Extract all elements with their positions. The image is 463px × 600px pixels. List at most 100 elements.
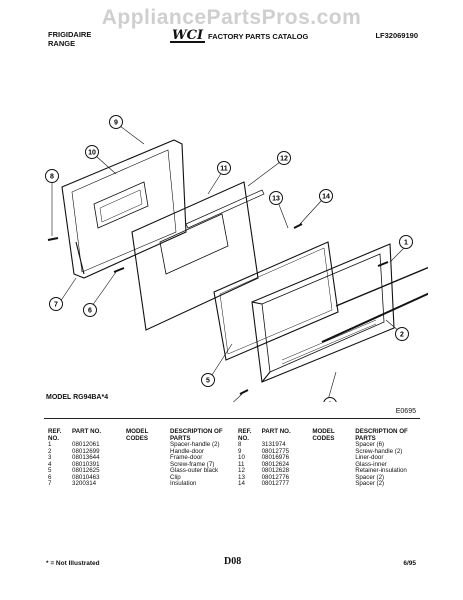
cell-part: 08010463 xyxy=(72,473,100,481)
callout-8: 8 xyxy=(45,169,59,183)
catalog-date: 6/95 xyxy=(403,560,416,567)
table-row: 1 08012061 Spacer-handle (2) xyxy=(46,441,238,449)
liner-door xyxy=(61,139,187,279)
parts-table-right: REF. NO. PART NO. MODEL CODES DESCRIPTIO… xyxy=(236,428,428,488)
cell-part: 08012624 xyxy=(261,460,290,468)
diagram-code: E0695 xyxy=(395,408,416,415)
cell-desc: Insulation xyxy=(170,480,197,487)
table-row: 4 08010391 Screw-frame (7) xyxy=(46,460,238,469)
divider xyxy=(44,418,420,419)
model-line: MODEL RG94BA*4 xyxy=(46,394,109,401)
glass-outer xyxy=(213,241,339,361)
cell-ref: 10 xyxy=(238,454,245,461)
table-row: 12 08012628 Retainer-insulation xyxy=(236,467,428,475)
callout-12: 12 xyxy=(277,151,291,165)
svg-text:5: 5 xyxy=(206,378,210,385)
svg-text:6: 6 xyxy=(88,308,92,315)
cell-ref: 3 xyxy=(48,454,52,461)
svg-text:3: 3 xyxy=(328,402,332,403)
cell-desc: Liner-door xyxy=(355,454,384,461)
cell-ref: 2 xyxy=(48,447,52,455)
callout-14: 14 xyxy=(319,189,333,203)
table-row: 6 08010463 Clip xyxy=(46,473,238,482)
cell-ref: 8 xyxy=(238,441,242,448)
cell-desc: Frame-door xyxy=(170,454,203,461)
cell-part: 08012775 xyxy=(261,447,290,455)
col-part: PART NO. xyxy=(72,428,102,435)
catalog-title: FACTORY PARTS CATALOG xyxy=(208,32,309,41)
col-model: MODEL CODES xyxy=(312,428,335,442)
cell-part: 08012061 xyxy=(72,441,100,448)
callout-9: 9 xyxy=(109,115,123,129)
table-row: 11 08012624 Glass-inner xyxy=(236,460,428,469)
doc-id: LF32069190 xyxy=(375,31,418,40)
callout-2: 2 xyxy=(395,327,409,341)
brand: FRIGIDAIRE xyxy=(48,30,92,39)
header-brand-block: FRIGIDAIRE RANGE xyxy=(48,30,91,48)
cell-part: 08013644 xyxy=(72,454,100,461)
cell-desc: Spacer-handle (2) xyxy=(170,441,220,448)
cell-ref: 11 xyxy=(238,460,245,468)
cell-desc: Clip xyxy=(170,473,181,481)
header-catalog: WCI FACTORY PARTS CATALOG xyxy=(170,28,309,43)
callout-layer: 1234567891011121314 xyxy=(45,115,413,403)
cell-desc: Spacer (6) xyxy=(355,441,385,448)
cell-desc: Handle-door xyxy=(170,447,205,455)
cell-model xyxy=(124,481,168,488)
cell-part: 08012625 xyxy=(72,467,100,474)
cell-desc: Screw-frame (7) xyxy=(170,460,215,468)
callout-5: 5 xyxy=(201,373,215,387)
cell-ref: 14 xyxy=(238,480,245,487)
cell-desc: Glass-inner xyxy=(355,460,387,468)
callout-10: 10 xyxy=(85,145,99,159)
glass-inner xyxy=(131,181,259,331)
parts-sheet: FRIGIDAIRE RANGE WCI FACTORY PARTS CATAL… xyxy=(36,22,428,578)
cell-desc: Screw-handle (2) xyxy=(355,447,403,455)
cell-ref: 9 xyxy=(238,447,242,455)
callout-3: 3 xyxy=(323,397,337,403)
cell-ref: 13 xyxy=(238,473,245,481)
parts-table-left: REF. NO. PART NO. MODEL CODES DESCRIPTIO… xyxy=(46,428,238,488)
cell-desc: Spacer (2) xyxy=(355,480,385,487)
footnote: * = Not Illustrated xyxy=(46,560,100,567)
cell-part: 08012628 xyxy=(261,467,290,474)
page-number: D08 xyxy=(224,556,242,567)
svg-text:1: 1 xyxy=(404,240,408,247)
cell-ref: 5 xyxy=(48,467,52,474)
col-ref: REF. NO. xyxy=(238,428,252,442)
col-desc: DESCRIPTION OF PARTS xyxy=(355,428,408,442)
cell-ref: 1 xyxy=(48,441,52,448)
cell-desc: Glass-outer black xyxy=(170,467,219,474)
callout-7: 7 xyxy=(49,297,63,311)
cell-desc: Retainer-insulation xyxy=(355,467,407,474)
table-row: 5 08012625 Glass-outer black xyxy=(46,467,238,475)
frame-door xyxy=(251,243,395,383)
col-part: PART NO. xyxy=(261,428,291,435)
svg-text:12: 12 xyxy=(280,156,288,163)
table-row: 9 08012775 Screw-handle (2) xyxy=(236,447,428,456)
cell-ref: 12 xyxy=(238,467,245,474)
col-model: MODEL CODES xyxy=(126,428,149,442)
cell-part: 08010391 xyxy=(72,460,100,468)
exploded-door-diagram: 1234567891011121314 xyxy=(45,115,428,403)
svg-text:13: 13 xyxy=(272,196,280,203)
callout-13: 13 xyxy=(269,191,283,205)
svg-text:7: 7 xyxy=(54,302,58,309)
col-ref: REF. NO. xyxy=(48,428,62,442)
cell-ref: 6 xyxy=(48,473,52,481)
callout-1: 1 xyxy=(399,235,413,249)
watermark: AppliancePartsPros.com xyxy=(101,6,362,29)
svg-text:10: 10 xyxy=(88,150,96,157)
cell-ref: 4 xyxy=(48,460,52,468)
col-desc: DESCRIPTION OF PARTS xyxy=(170,428,223,442)
wci-logo-icon: WCI xyxy=(170,28,206,43)
callout-11: 11 xyxy=(217,161,231,175)
svg-text:9: 9 xyxy=(114,120,118,127)
cell-part: 08012776 xyxy=(261,473,290,481)
svg-text:2: 2 xyxy=(400,332,404,339)
